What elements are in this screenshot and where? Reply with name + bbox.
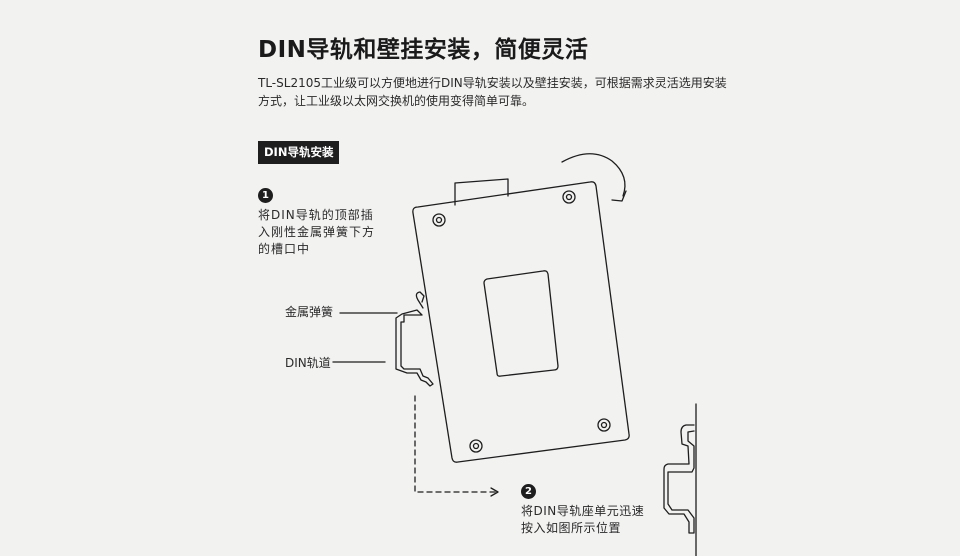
spring-callout-label: 金属弹簧: [285, 305, 334, 319]
rotate-arrow-icon: [561, 153, 626, 197]
rail-callout-label: DIN轨道: [285, 356, 331, 370]
device-body: [412, 181, 630, 463]
device-label-panel: [483, 270, 559, 377]
page-description: TL-SL2105工业级可以方便地进行DIN导轨安装以及壁挂安装，可根据需求灵活…: [258, 76, 727, 108]
step-2-text: 将DIN导轨座单元迅速 按入如图所示位置: [521, 504, 645, 535]
din-rail-mounted-profile: [663, 424, 695, 534]
page-title: DIN导轨和壁挂安装，简便灵活: [258, 37, 589, 63]
metal-spring-clip: [415, 291, 425, 309]
section-tag: DIN导轨安装: [258, 141, 340, 164]
step-2-badge: 2: [521, 484, 536, 499]
device-screws: [432, 190, 611, 453]
device-top-tab: [454, 178, 509, 206]
dashed-arrow-icon: [414, 395, 498, 493]
step-1-text: 将DIN导轨的顶部插 入刚性金属弹簧下方 的槽口中: [258, 208, 376, 256]
step-1-badge: 1: [258, 188, 273, 203]
din-rail-profile: [395, 309, 434, 387]
